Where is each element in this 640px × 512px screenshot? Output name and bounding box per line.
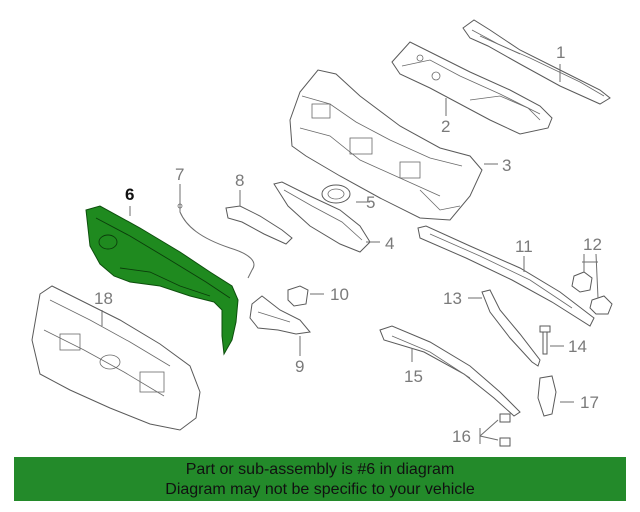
callout-15: 15 <box>404 367 423 386</box>
part-12-nuts <box>571 271 613 315</box>
callout-8: 8 <box>235 171 244 190</box>
callout-10: 10 <box>330 285 349 304</box>
part-1-cowl-grille <box>462 19 611 105</box>
leader-lines <box>101 64 599 444</box>
part-2-cowl-cover <box>391 41 553 135</box>
part-6-highlighted-panel <box>85 205 239 356</box>
parts-diagram: 1 2 3 4 5 6 7 8 9 10 11 12 13 14 15 16 1… <box>31 19 613 447</box>
part-15-brace <box>379 325 521 417</box>
part-8-bracket <box>225 205 293 245</box>
callout-14: 14 <box>568 337 587 356</box>
part-9-support <box>249 295 311 335</box>
callout-6: 6 <box>125 185 134 204</box>
part-16-bolts <box>499 413 511 447</box>
callout-5: 5 <box>366 193 375 212</box>
callout-1: 1 <box>556 43 565 62</box>
callout-17: 17 <box>580 393 599 412</box>
part-3-cowl-panel <box>289 69 483 221</box>
part-18-dash-panel <box>31 285 201 431</box>
callout-3: 3 <box>502 156 511 175</box>
banner-line-2: Diagram may not be specific to your vehi… <box>165 481 475 498</box>
callout-16: 16 <box>452 427 471 446</box>
part-14-bolt <box>539 325 551 355</box>
callout-13: 13 <box>443 289 462 308</box>
part-5-grommet <box>321 184 351 204</box>
info-banner: Part or sub-assembly is #6 in diagram Di… <box>14 457 626 501</box>
callout-7: 7 <box>175 165 184 184</box>
part-7-cable <box>177 198 255 279</box>
callout-9: 9 <box>295 357 304 376</box>
banner-line-1: Part or sub-assembly is #6 in diagram <box>185 461 455 478</box>
callout-labels: 1 2 3 4 5 6 7 8 9 10 11 12 13 14 15 16 1… <box>94 43 602 446</box>
callout-11: 11 <box>515 237 533 256</box>
part-17-bracket <box>537 375 557 417</box>
callout-12: 12 <box>583 235 602 254</box>
part-10-clip <box>287 285 309 307</box>
callout-4: 4 <box>385 234 394 253</box>
callout-2: 2 <box>441 117 450 136</box>
part-11-brace <box>417 225 595 327</box>
part-13-brace <box>481 289 541 367</box>
callout-18: 18 <box>94 289 113 308</box>
